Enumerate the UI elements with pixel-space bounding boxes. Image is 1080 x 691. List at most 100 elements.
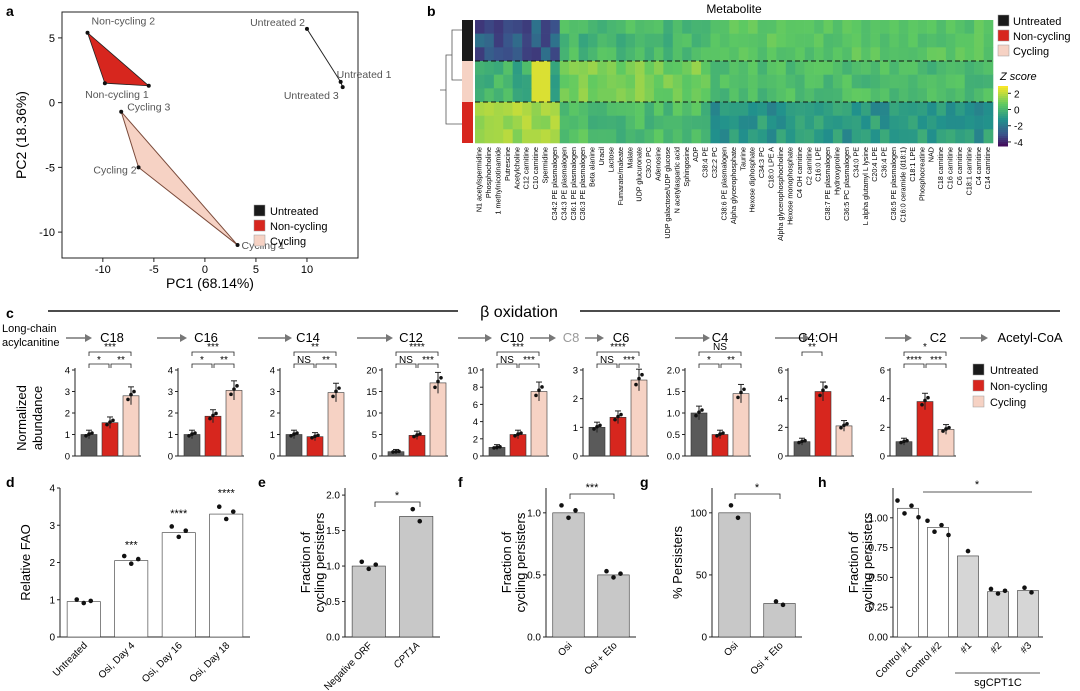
data-point — [537, 388, 541, 393]
heatmap-cell — [814, 115, 824, 130]
metabolite-label: N1 acetylspermidine — [475, 147, 484, 212]
heatmap-cell — [832, 61, 843, 75]
metabolite-label: Alpha glycerophosphocholine — [776, 147, 785, 241]
sig-bracket — [88, 363, 110, 368]
heatmap-cell — [842, 115, 853, 130]
heatmap-cell — [983, 129, 994, 144]
heatmap-cell — [682, 61, 692, 75]
panel-letter-g: g — [640, 474, 649, 490]
pathway-arrowhead — [597, 334, 604, 342]
heatmap-cell — [531, 33, 542, 48]
heatmap-cell — [879, 102, 890, 116]
y-tick-label: 1.00 — [869, 513, 889, 524]
heatmap-cell — [710, 88, 721, 103]
heatmap-cell — [738, 74, 749, 89]
metabolite-label: C12 carnitine — [522, 147, 531, 189]
heatmap-cell — [682, 74, 692, 89]
heatmap-cell — [823, 61, 834, 75]
y-tick-label: 8 — [473, 383, 478, 394]
sig-label: **** — [409, 342, 425, 353]
heatmap-cell — [663, 33, 674, 48]
heatmap-cell — [597, 102, 608, 116]
data-point — [932, 529, 937, 535]
heatmap-cell — [597, 129, 608, 144]
heatmap-cell — [503, 33, 513, 48]
heatmap-cell — [870, 129, 881, 144]
heatmap-cell — [644, 61, 655, 75]
heatmap-cell — [766, 47, 777, 62]
heatmap-cell — [672, 20, 683, 34]
heatmap-cell — [851, 88, 862, 103]
data-point — [230, 509, 236, 514]
data-point — [715, 433, 719, 438]
heatmap-cell — [559, 115, 570, 130]
heatmap-cell — [625, 20, 636, 34]
colorbar-segment — [998, 118, 1008, 121]
metabolite-label: C16:0 ceramide (d18:1) — [898, 147, 907, 223]
y-tick-label: 2 — [270, 409, 275, 420]
sig-bracket — [395, 351, 439, 356]
heatmap-cell — [908, 129, 918, 144]
heatmap-cell — [644, 115, 655, 130]
heatmap-cell — [559, 74, 570, 89]
y-tick-label: 0.5 — [326, 597, 340, 608]
heatmap-cell — [531, 129, 542, 144]
subplot-title: C2 — [930, 330, 947, 345]
heatmap-cell — [672, 74, 683, 89]
heatmap-cell — [823, 88, 834, 103]
data-point — [121, 553, 127, 559]
data-point — [216, 504, 222, 509]
y-tick-label: 2 — [49, 558, 55, 569]
heatmap-cell — [983, 115, 994, 130]
metabolite-label: Hexose diphosphate — [748, 147, 757, 213]
heatmap-cell — [870, 88, 881, 103]
pathway-arrowhead — [386, 334, 393, 342]
y-tick-label: -5 — [45, 162, 55, 174]
heatmap-cell — [493, 88, 504, 103]
y-tick-label: 0.0 — [527, 633, 541, 644]
y-tick-label: 0 — [778, 452, 783, 463]
heatmap-cell — [785, 102, 796, 116]
subplot-title: C4:OH — [798, 330, 838, 345]
heatmap-cell — [861, 88, 871, 103]
x-tick-label: 0 — [202, 264, 208, 276]
heatmap-cell — [616, 88, 626, 103]
heatmap-cell — [776, 47, 787, 62]
heatmap-cell — [814, 61, 824, 75]
heatmap-cell — [503, 115, 513, 130]
pca-point — [304, 26, 309, 31]
heatmap-cell — [729, 61, 740, 75]
colorbar-segment — [998, 140, 1008, 143]
heatmap-cell — [691, 33, 702, 48]
data-point — [498, 444, 502, 449]
heatmap-cell — [842, 47, 853, 62]
heatmap-cell — [644, 129, 655, 144]
heatmap-cell — [861, 61, 871, 75]
metabolite-label: Fumarate/maleate — [616, 147, 625, 205]
legend-label: Untreated — [990, 365, 1038, 377]
heatmap-cell — [597, 47, 608, 62]
heatmap-cell — [484, 33, 495, 48]
heatmap-cell — [823, 74, 834, 89]
sig-bracket — [395, 363, 417, 368]
heatmap-cell — [672, 115, 683, 130]
bar — [927, 527, 949, 638]
heatmap-cell — [672, 102, 683, 116]
data-point — [394, 449, 398, 454]
heatmap-cell — [522, 20, 532, 34]
y-tick-label: 4 — [473, 417, 478, 428]
y-tick-label: 0 — [270, 452, 275, 463]
heatmap-cell — [597, 33, 608, 48]
sig-bracket — [518, 363, 540, 368]
heatmap-cell — [974, 88, 984, 103]
y-tick-label: 4 — [49, 484, 55, 495]
colorbar-segment — [998, 126, 1008, 129]
heatmap-cell — [588, 115, 598, 130]
heatmap-cell — [804, 33, 815, 48]
y-tick-label: 0.00 — [869, 633, 889, 644]
heatmap-cell — [663, 74, 674, 89]
data-point — [926, 395, 930, 400]
heatmap-cell — [710, 129, 721, 144]
y-tick-label: 3 — [65, 387, 70, 398]
heatmap-cell — [974, 74, 984, 89]
